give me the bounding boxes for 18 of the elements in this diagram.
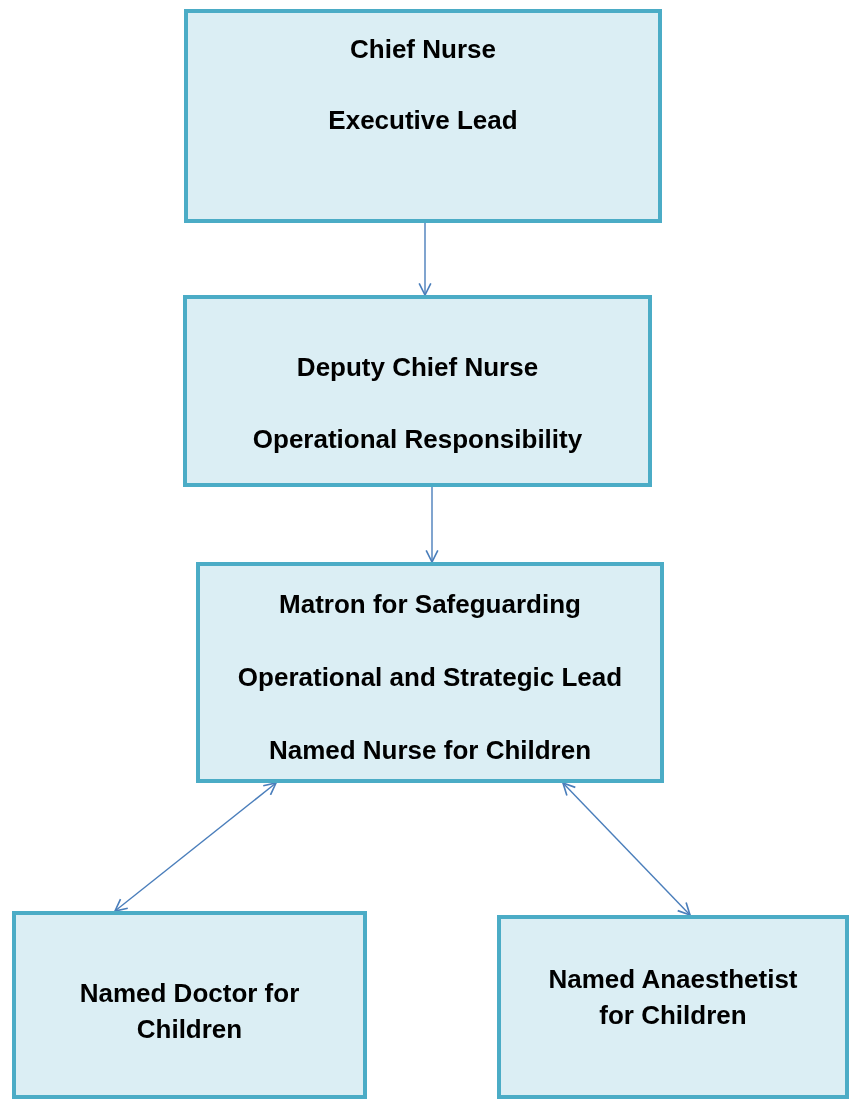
role-box [196,562,664,783]
role-title: Operational and Strategic Lead [236,661,624,694]
role-title: Named Doctor for Children [78,977,301,1046]
arrow [562,782,691,916]
role-box [497,915,849,1099]
role-box [184,9,662,223]
role-title: Chief Nurse [349,33,497,66]
arrow [114,782,277,912]
role-title: Deputy Chief Nurse [295,351,540,384]
arrow [418,222,432,296]
role-title: Operational Responsibility [251,423,584,456]
role-box [12,911,367,1099]
role-title: Executive Lead [327,104,519,137]
role-box [183,295,652,487]
role-title: Named Nurse for Children [267,734,593,767]
role-title: Matron for Safeguarding [278,588,582,621]
arrow [425,486,439,563]
role-title: Named Anaesthetist for Children [547,963,799,1032]
